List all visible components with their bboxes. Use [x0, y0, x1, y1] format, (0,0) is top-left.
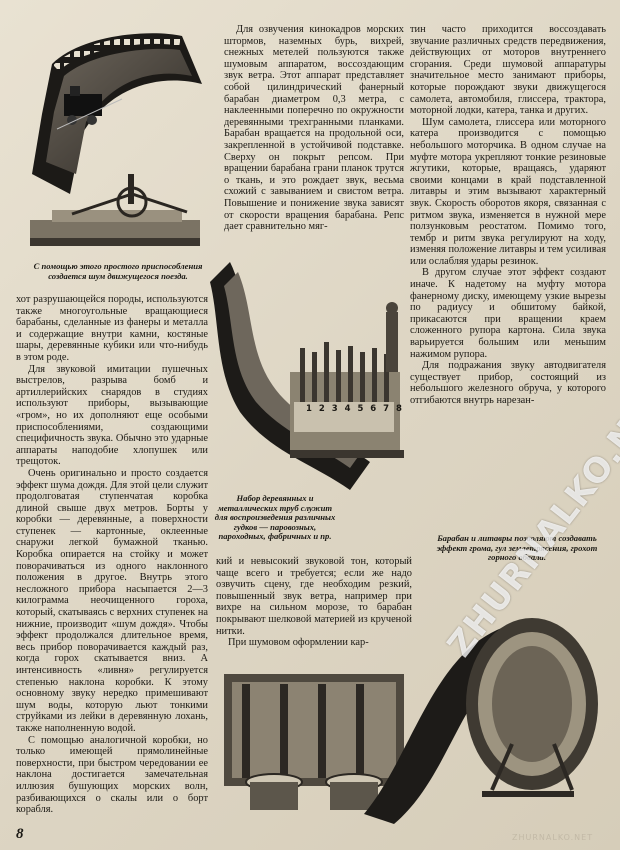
paragraph: Для подражания звуку автодвигателя сущес… — [410, 360, 606, 406]
pipe-number: 6 — [370, 404, 377, 414]
article-column-middle-top: Для озвучения кинокадров морских штормов… — [224, 24, 404, 254]
paragraph: кий и невысокий звуковой тон, который ча… — [216, 556, 412, 637]
paragraph: хот разрушающейся породы, используются т… — [16, 294, 208, 363]
pipe-number: 5 — [357, 404, 364, 414]
article-column-middle-bottom: кий и невысокий звуковой тон, который ча… — [216, 556, 412, 676]
paragraph: С помощью аналогичной коробки, но только… — [16, 734, 208, 816]
paragraph: При шумовом оформлении кар- — [228, 637, 369, 649]
page-number: 8 — [16, 826, 24, 842]
article-column-left: хот разрушающейся породы, используются т… — [16, 294, 208, 824]
pipe-number: 7 — [383, 404, 390, 414]
paragraph: Для озвучения кинокадров морских штормов… — [224, 24, 404, 233]
caption-train-device: С помощью этого простого приспособления … — [33, 262, 203, 281]
pipe-number: 4 — [344, 404, 351, 414]
pipes-illustration — [210, 262, 404, 490]
paragraph: Очень оригинально и просто создается эфф… — [16, 467, 208, 734]
pipe-number: 3 — [331, 404, 338, 414]
pipes-set-photo: 1 2 3 4 5 6 7 8 — [210, 262, 406, 490]
paragraph: В другом случае этот эффект создают инач… — [410, 267, 606, 360]
train-noise-device-photo — [12, 24, 220, 260]
paragraph: тин часто приходится воссоздавать звучан… — [410, 24, 606, 117]
caption-pipes: Набор деревянных и металлических труб сл… — [214, 494, 336, 542]
pipe-number: 2 — [318, 404, 325, 414]
paragraph: Шум самолета, глиссера или моторного кат… — [410, 116, 606, 267]
paragraph: Для звуковой имитации пушечных выстрелов… — [16, 363, 208, 468]
drum-illustration — [224, 618, 598, 824]
pipe-number-row: 1 2 3 4 5 6 7 8 — [306, 404, 402, 414]
drum-timpani-photo — [214, 604, 610, 824]
article-column-right: тин часто приходится воссоздавать звучан… — [410, 24, 606, 530]
train-device-illustration — [30, 33, 202, 246]
pipe-number: 8 — [396, 404, 402, 414]
caption-drum-timpani: Барабан и литавры позволяют создавать эф… — [436, 534, 598, 563]
pipe-number: 1 — [306, 404, 312, 414]
watermark-small: ZHURNALKO.NET — [512, 833, 594, 842]
